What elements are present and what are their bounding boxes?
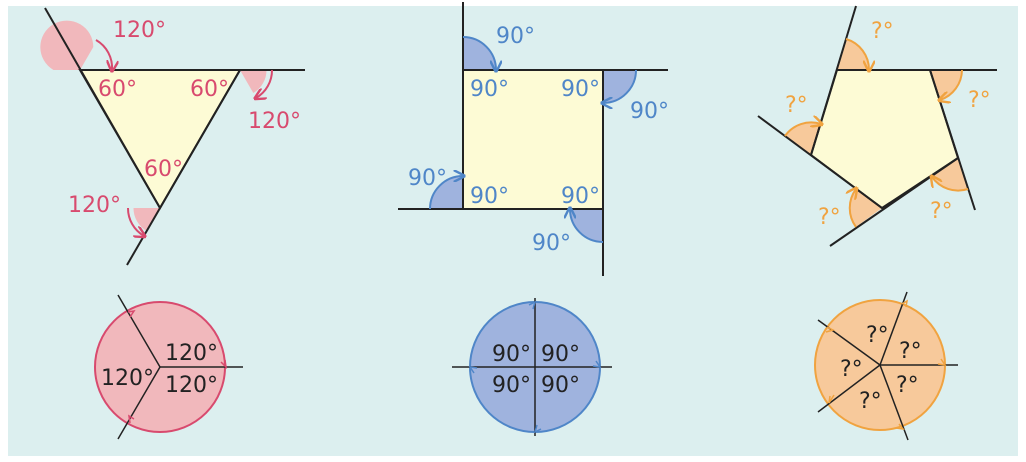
pentagon-side-extension-left: [757, 115, 883, 209]
square-interior-angle-top-right: 90°: [561, 77, 600, 102]
square-circle-angle-lower-right: 90°: [541, 373, 580, 398]
pentagon-exterior-sector-left: [785, 122, 821, 155]
pentagon-circle-angle-bottom-right: ?°: [896, 373, 919, 398]
square-exterior-arc-top-right: [603, 69, 637, 103]
pentagon-exterior-angle-top-left: ?°: [871, 19, 894, 44]
pentagon-side-extension-top-left: [810, 5, 857, 156]
triangle-circle-ray-upper-left: [117, 294, 161, 368]
square-exterior-sector-bottom-left: [430, 176, 463, 209]
triangle-angle-circle: 120° 120° 120°: [94, 294, 243, 440]
pentagon-circle-arrow-right: [937, 358, 947, 366]
triangle-circle-arrow-right: [220, 359, 228, 370]
pentagon-circle-angle-bottom: ?°: [859, 389, 882, 414]
pentagon-exterior-angle-right: ?°: [930, 199, 953, 224]
triangle-circle-angle-left: 120°: [101, 366, 154, 391]
pentagon-circle-arrow-lower-left: [828, 394, 835, 404]
triangle-exterior-arc-bottom: [126, 207, 144, 236]
square-circle-arrow-right: [592, 360, 602, 368]
pentagon-exterior-arc-top-right: [940, 69, 963, 100]
triangle-circle-angle-upper-right: 120°: [165, 341, 218, 366]
pentagon-exterior-arc-top-left: [845, 38, 869, 70]
pentagon-figure: ?° ?° ?° ?° ?°: [757, 5, 997, 247]
triangle-circle-ray-lower-left: [117, 366, 161, 440]
pentagon-exterior-arc-bottom: [850, 189, 856, 228]
triangle-circle-arrow-top: [127, 309, 136, 318]
triangle-interior-angle-top-left: 60°: [98, 77, 137, 102]
pentagon-circle-ray-bottom: [879, 364, 909, 441]
square-angle-circle: 90° 90° 90° 90°: [452, 298, 612, 436]
square-exterior-sector-bottom-right: [570, 209, 603, 242]
square-circle-arrow-left: [468, 366, 478, 374]
triangle-exterior-angle-top-left: 120°: [113, 18, 166, 43]
pentagon-circle-angle-right: ?°: [899, 339, 922, 364]
square-shape: [462, 69, 604, 210]
square-interior-angle-top-left: 90°: [470, 77, 509, 102]
pentagon-circle-angle-left: ?°: [840, 357, 863, 382]
square-circle-arrow-top: [528, 300, 537, 310]
square-exterior-arc-bottom-right: [570, 209, 604, 243]
triangle-exterior-sector-top-right: [240, 70, 267, 93]
pentagon-exterior-angle-left: ?°: [785, 93, 808, 118]
pentagon-exterior-arc-left: [784, 122, 821, 137]
pentagon-circle-arrow-bottom: [895, 423, 905, 431]
triangle-side-extension-left: [44, 7, 161, 209]
square-circle-angle-lower-left: 90°: [492, 373, 531, 398]
pentagon-side-extension-bottom: [829, 157, 959, 247]
triangle-circle-angle-lower-right: 120°: [165, 373, 218, 398]
triangle-exterior-arc-top-right: [256, 69, 274, 98]
triangle-exterior-angle-top-right: 120°: [248, 109, 301, 134]
pentagon-exterior-sector-top-left: [837, 39, 870, 70]
pentagon-exterior-angle-top-right: ?°: [968, 88, 991, 113]
pentagon-angle-circle: ?° ?° ?° ?° ?°: [814, 291, 958, 441]
square-exterior-angle-top-left: 90°: [496, 24, 535, 49]
triangle-figure: 60° 60° 60° 120° 120° 120°: [40, 7, 305, 266]
triangle-circle-arrow-bottom: [128, 414, 135, 424]
square-exterior-angle-top-right: 90°: [630, 99, 669, 124]
square-interior-angle-bottom-left: 90°: [470, 184, 509, 209]
square-exterior-sector-top-right: [603, 70, 636, 103]
pentagon-circle-arrow-upper-left: [825, 326, 836, 333]
square-figure: 90° 90° 90° 90° 90° 90° 90° 90°: [398, 2, 669, 276]
square-exterior-angle-bottom-left: 90°: [408, 166, 447, 191]
square-circle-angle-upper-right: 90°: [541, 342, 580, 367]
pentagon-circle-arrow-top: [901, 299, 909, 308]
square-exterior-arc-top-left: [462, 36, 496, 70]
triangle-exterior-arc-top-left: [95, 39, 112, 70]
square-exterior-angle-bottom-right: 90°: [532, 231, 571, 256]
square-exterior-arc-bottom-left: [429, 176, 463, 210]
square-circle-arrow-bottom: [533, 424, 542, 434]
square-exterior-sector-top-left: [463, 37, 496, 70]
square-circle-angle-upper-left: 90°: [492, 342, 531, 367]
triangle-interior-angle-bottom: 60°: [144, 157, 183, 182]
pentagon-circle-angle-top: ?°: [866, 323, 889, 348]
pentagon-circle-ray-lower-left: [817, 364, 881, 413]
square-interior-angle-bottom-right: 90°: [561, 184, 600, 209]
triangle-exterior-angle-bottom: 120°: [68, 193, 121, 218]
pentagon-exterior-arc-right: [932, 177, 969, 192]
triangle-exterior-sector-bottom: [133, 208, 160, 231]
pentagon-exterior-angle-bottom: ?°: [818, 205, 841, 230]
triangle-interior-angle-top-right: 60°: [190, 77, 229, 102]
